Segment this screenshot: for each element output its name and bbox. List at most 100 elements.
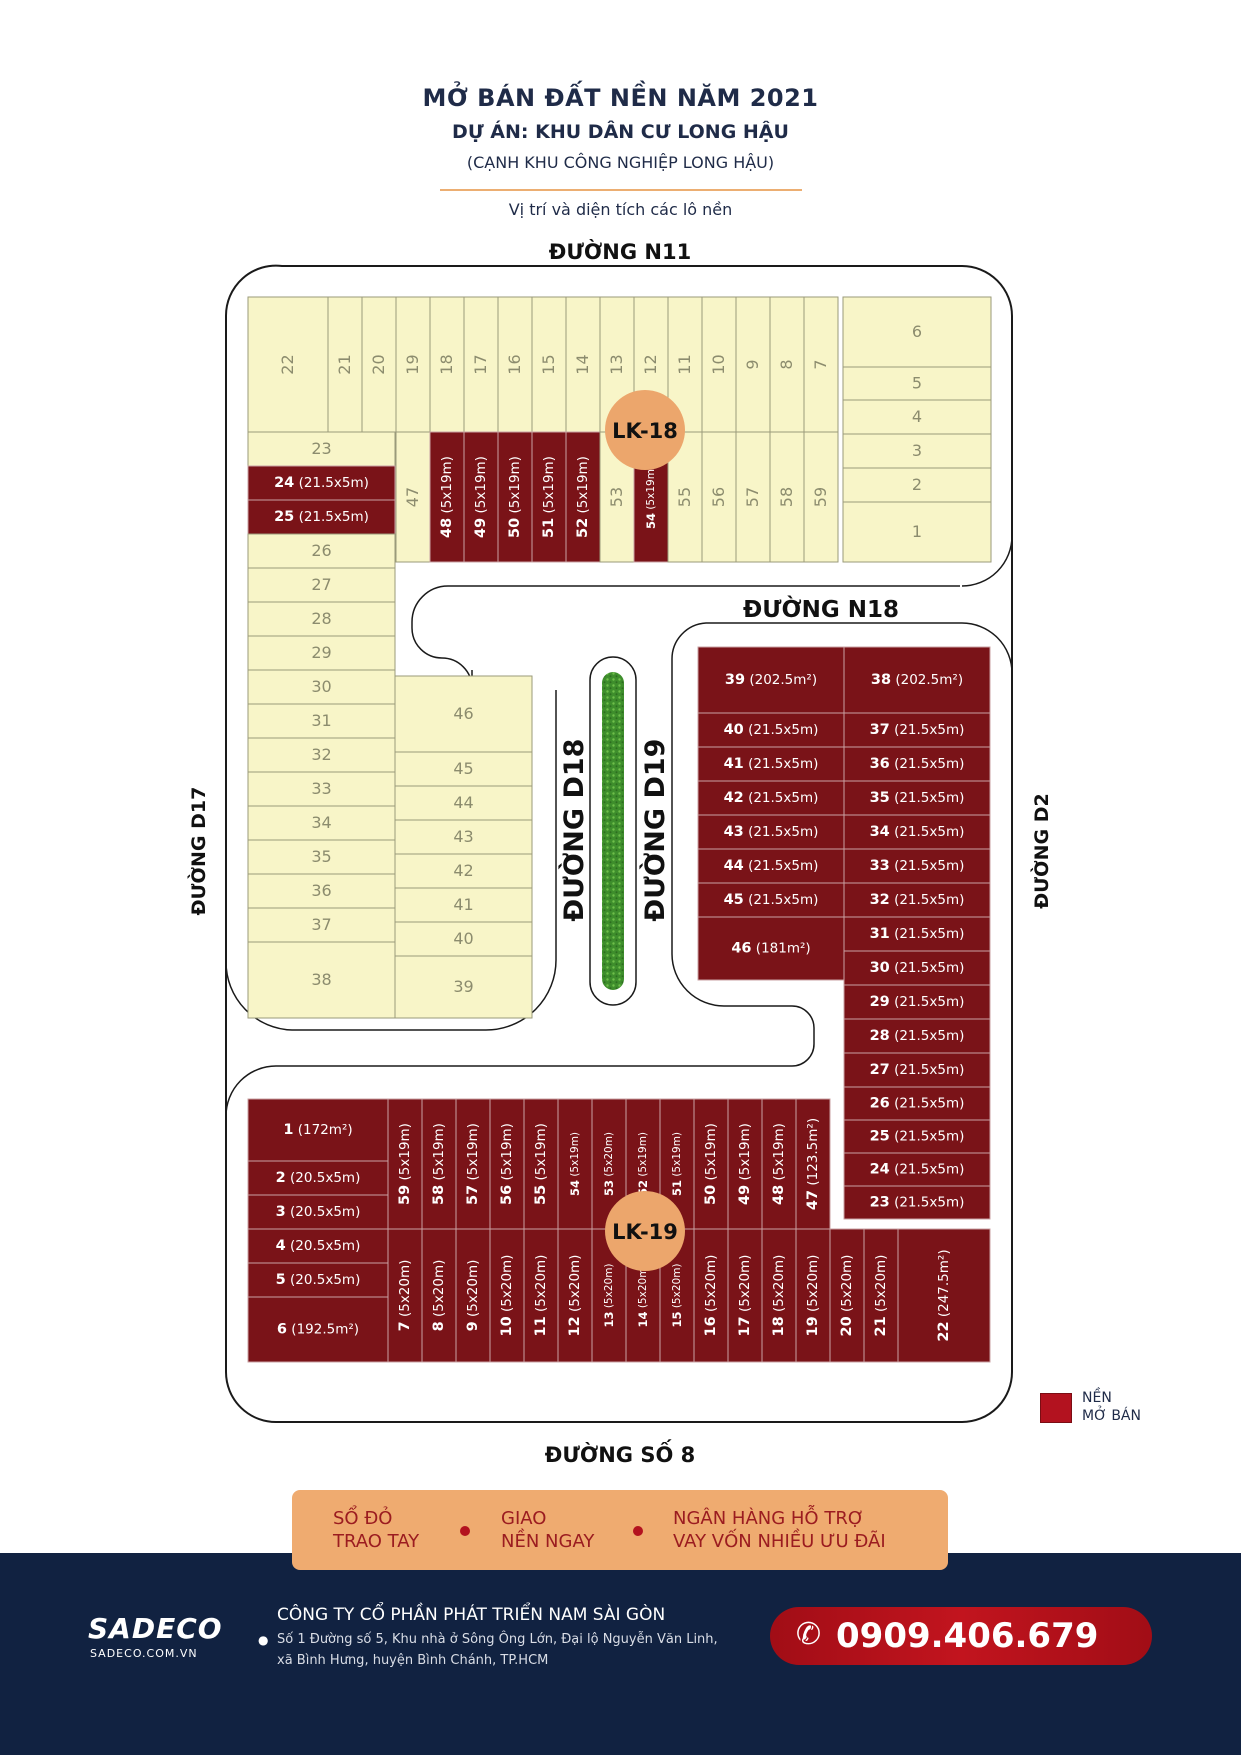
- lot-lk-18-23[interactable]: [247, 431, 396, 467]
- lot-label: 22 (247.5m²): [936, 1249, 952, 1341]
- lot-lk-19-25[interactable]: [843, 1119, 991, 1154]
- lot-lk-18-28[interactable]: [247, 601, 396, 637]
- lot-lk-18-58[interactable]: [769, 431, 805, 563]
- lot-lk-18-32[interactable]: [247, 737, 396, 773]
- lot-d19-31[interactable]: [843, 916, 991, 952]
- lot-lk-18-50[interactable]: [497, 431, 533, 563]
- lot-lk-18-45[interactable]: [394, 751, 533, 787]
- lot-lk-19-58[interactable]: [421, 1098, 457, 1230]
- lot-label: 59 (5x19m): [397, 1123, 413, 1205]
- lot-lk-19-56[interactable]: [489, 1098, 525, 1230]
- lot-label: 46 (181m²): [731, 941, 810, 957]
- lot-d19-45[interactable]: [697, 882, 845, 918]
- lot-lk-18-27[interactable]: [247, 567, 396, 603]
- company-address-line1: Số 1 Đường số 5, Khu nhà ở Sông Ông Lớn,…: [277, 1632, 718, 1647]
- lot-lk-19-55[interactable]: [523, 1098, 559, 1230]
- lot-d19-38[interactable]: [843, 646, 991, 714]
- lot-d19-30[interactable]: [843, 950, 991, 986]
- lot-label: 9: [743, 359, 762, 369]
- lot-lk-18-6[interactable]: [842, 296, 992, 368]
- lot-d19-32[interactable]: [843, 882, 991, 918]
- lot-label: 31: [311, 711, 331, 730]
- lot-d19-37[interactable]: [843, 712, 991, 748]
- lot-lk-18-41[interactable]: [394, 887, 533, 923]
- lot-lk-19-16[interactable]: [693, 1228, 729, 1363]
- lot-lk-18-59[interactable]: [803, 431, 839, 563]
- lot-lk-18-20[interactable]: [361, 296, 397, 433]
- lot-lk-18-7[interactable]: [803, 296, 839, 433]
- lot-lk-18-9[interactable]: [735, 296, 771, 433]
- lot-lk-18-35[interactable]: [247, 839, 396, 875]
- lot-label: 45: [453, 759, 473, 778]
- lot-lk-18-18[interactable]: [429, 296, 465, 433]
- lot-lk-18-3[interactable]: [842, 433, 992, 469]
- lot-lk-18-8[interactable]: [769, 296, 805, 433]
- lot-lk-18-37[interactable]: [247, 907, 396, 943]
- lot-label: 56 (5x19m): [499, 1123, 515, 1205]
- lot-lk-19-11[interactable]: [523, 1228, 559, 1363]
- lot-d19-28[interactable]: [843, 1018, 991, 1054]
- phone-button[interactable]: ✆ 0909.406.679: [770, 1607, 1152, 1665]
- lot-lk-18-44[interactable]: [394, 785, 533, 821]
- lot-lk-18-48[interactable]: [429, 431, 465, 563]
- lot-lk-19-20[interactable]: [829, 1228, 865, 1363]
- lot-lk-18-1[interactable]: [842, 501, 992, 563]
- road-inner-edge-d2: [961, 535, 1013, 674]
- lot-label: 7: [811, 359, 830, 369]
- lot-lk-19-59[interactable]: [387, 1098, 423, 1230]
- lot-lk-18-33[interactable]: [247, 771, 396, 807]
- lot-lk-19-24[interactable]: [843, 1152, 991, 1187]
- project-subtitle: (CẠNH KHU CÔNG NGHIỆP LONG HẬU): [466, 153, 775, 172]
- lot-lk-19-8[interactable]: [421, 1228, 457, 1363]
- lot-label: 12: [641, 354, 660, 374]
- lot-lk-18-49[interactable]: [463, 431, 499, 563]
- lot-lk-18-5[interactable]: [842, 366, 992, 401]
- lot-lk-19-50[interactable]: [693, 1098, 729, 1230]
- lot-lk-18-21[interactable]: [327, 296, 363, 433]
- lot-lk-18-47[interactable]: [395, 431, 431, 563]
- lot-lk-18-39[interactable]: [394, 955, 533, 1019]
- lot-label: 41: [453, 895, 473, 914]
- lot-lk-18-46[interactable]: [394, 675, 533, 753]
- lot-lk-18-14[interactable]: [565, 296, 601, 433]
- lot-lk-18-15[interactable]: [531, 296, 567, 433]
- lot-label: 23: [311, 439, 331, 458]
- lot-lk-19-22[interactable]: [897, 1228, 991, 1363]
- lot-lk-18-40[interactable]: [394, 921, 533, 957]
- company-address-line2: xã Bình Hưng, huyện Bình Chánh, TP.HCM: [277, 1653, 549, 1668]
- lot-d19-39[interactable]: [697, 646, 845, 714]
- lot-lk-18-19[interactable]: [395, 296, 431, 433]
- lot-lk-18-29[interactable]: [247, 635, 396, 671]
- lot-lk-18-52[interactable]: [565, 431, 601, 563]
- lot-lk-18-34[interactable]: [247, 805, 396, 841]
- lot-d19-46[interactable]: [697, 916, 845, 981]
- lot-label: 17: [471, 354, 490, 374]
- lot-d19-33[interactable]: [843, 848, 991, 884]
- lot-lk-18-25[interactable]: [247, 499, 396, 535]
- lot-label: 18 (5x20m): [771, 1255, 787, 1337]
- lot-lk-18-4[interactable]: [842, 399, 992, 435]
- lot-d19-34[interactable]: [843, 814, 991, 850]
- lot-lk-19-2[interactable]: [247, 1160, 389, 1196]
- lot-lk-18-16[interactable]: [497, 296, 533, 433]
- lot-lk-19-12[interactable]: [557, 1228, 593, 1363]
- lot-lk-19-7[interactable]: [387, 1228, 423, 1363]
- lot-d19-43[interactable]: [697, 814, 845, 850]
- lot-lk-18-38[interactable]: [247, 941, 396, 1019]
- lot-lk-18-51[interactable]: [531, 431, 567, 563]
- lot-lk-18-22[interactable]: [247, 296, 329, 433]
- lot-label: 53: [607, 487, 626, 507]
- lot-lk-18-43[interactable]: [394, 819, 533, 855]
- lot-lk-19-21[interactable]: [863, 1228, 899, 1363]
- lot-lk-19-6[interactable]: [247, 1296, 389, 1363]
- lot-d19-35[interactable]: [843, 780, 991, 816]
- lot-lk-18-2[interactable]: [842, 467, 992, 503]
- lot-lk-19-23[interactable]: [843, 1185, 991, 1220]
- lot-label: 20: [369, 354, 388, 374]
- lot-lk-19-9[interactable]: [455, 1228, 491, 1363]
- lot-lk-18-24[interactable]: [247, 465, 396, 501]
- lot-lk-19-19[interactable]: [795, 1228, 831, 1363]
- lot-d19-41[interactable]: [697, 746, 845, 782]
- company-name: CÔNG TY CỔ PHẦN PHÁT TRIỂN NAM SÀI GÒN: [277, 1605, 666, 1625]
- lot-lk-18-30[interactable]: [247, 669, 396, 705]
